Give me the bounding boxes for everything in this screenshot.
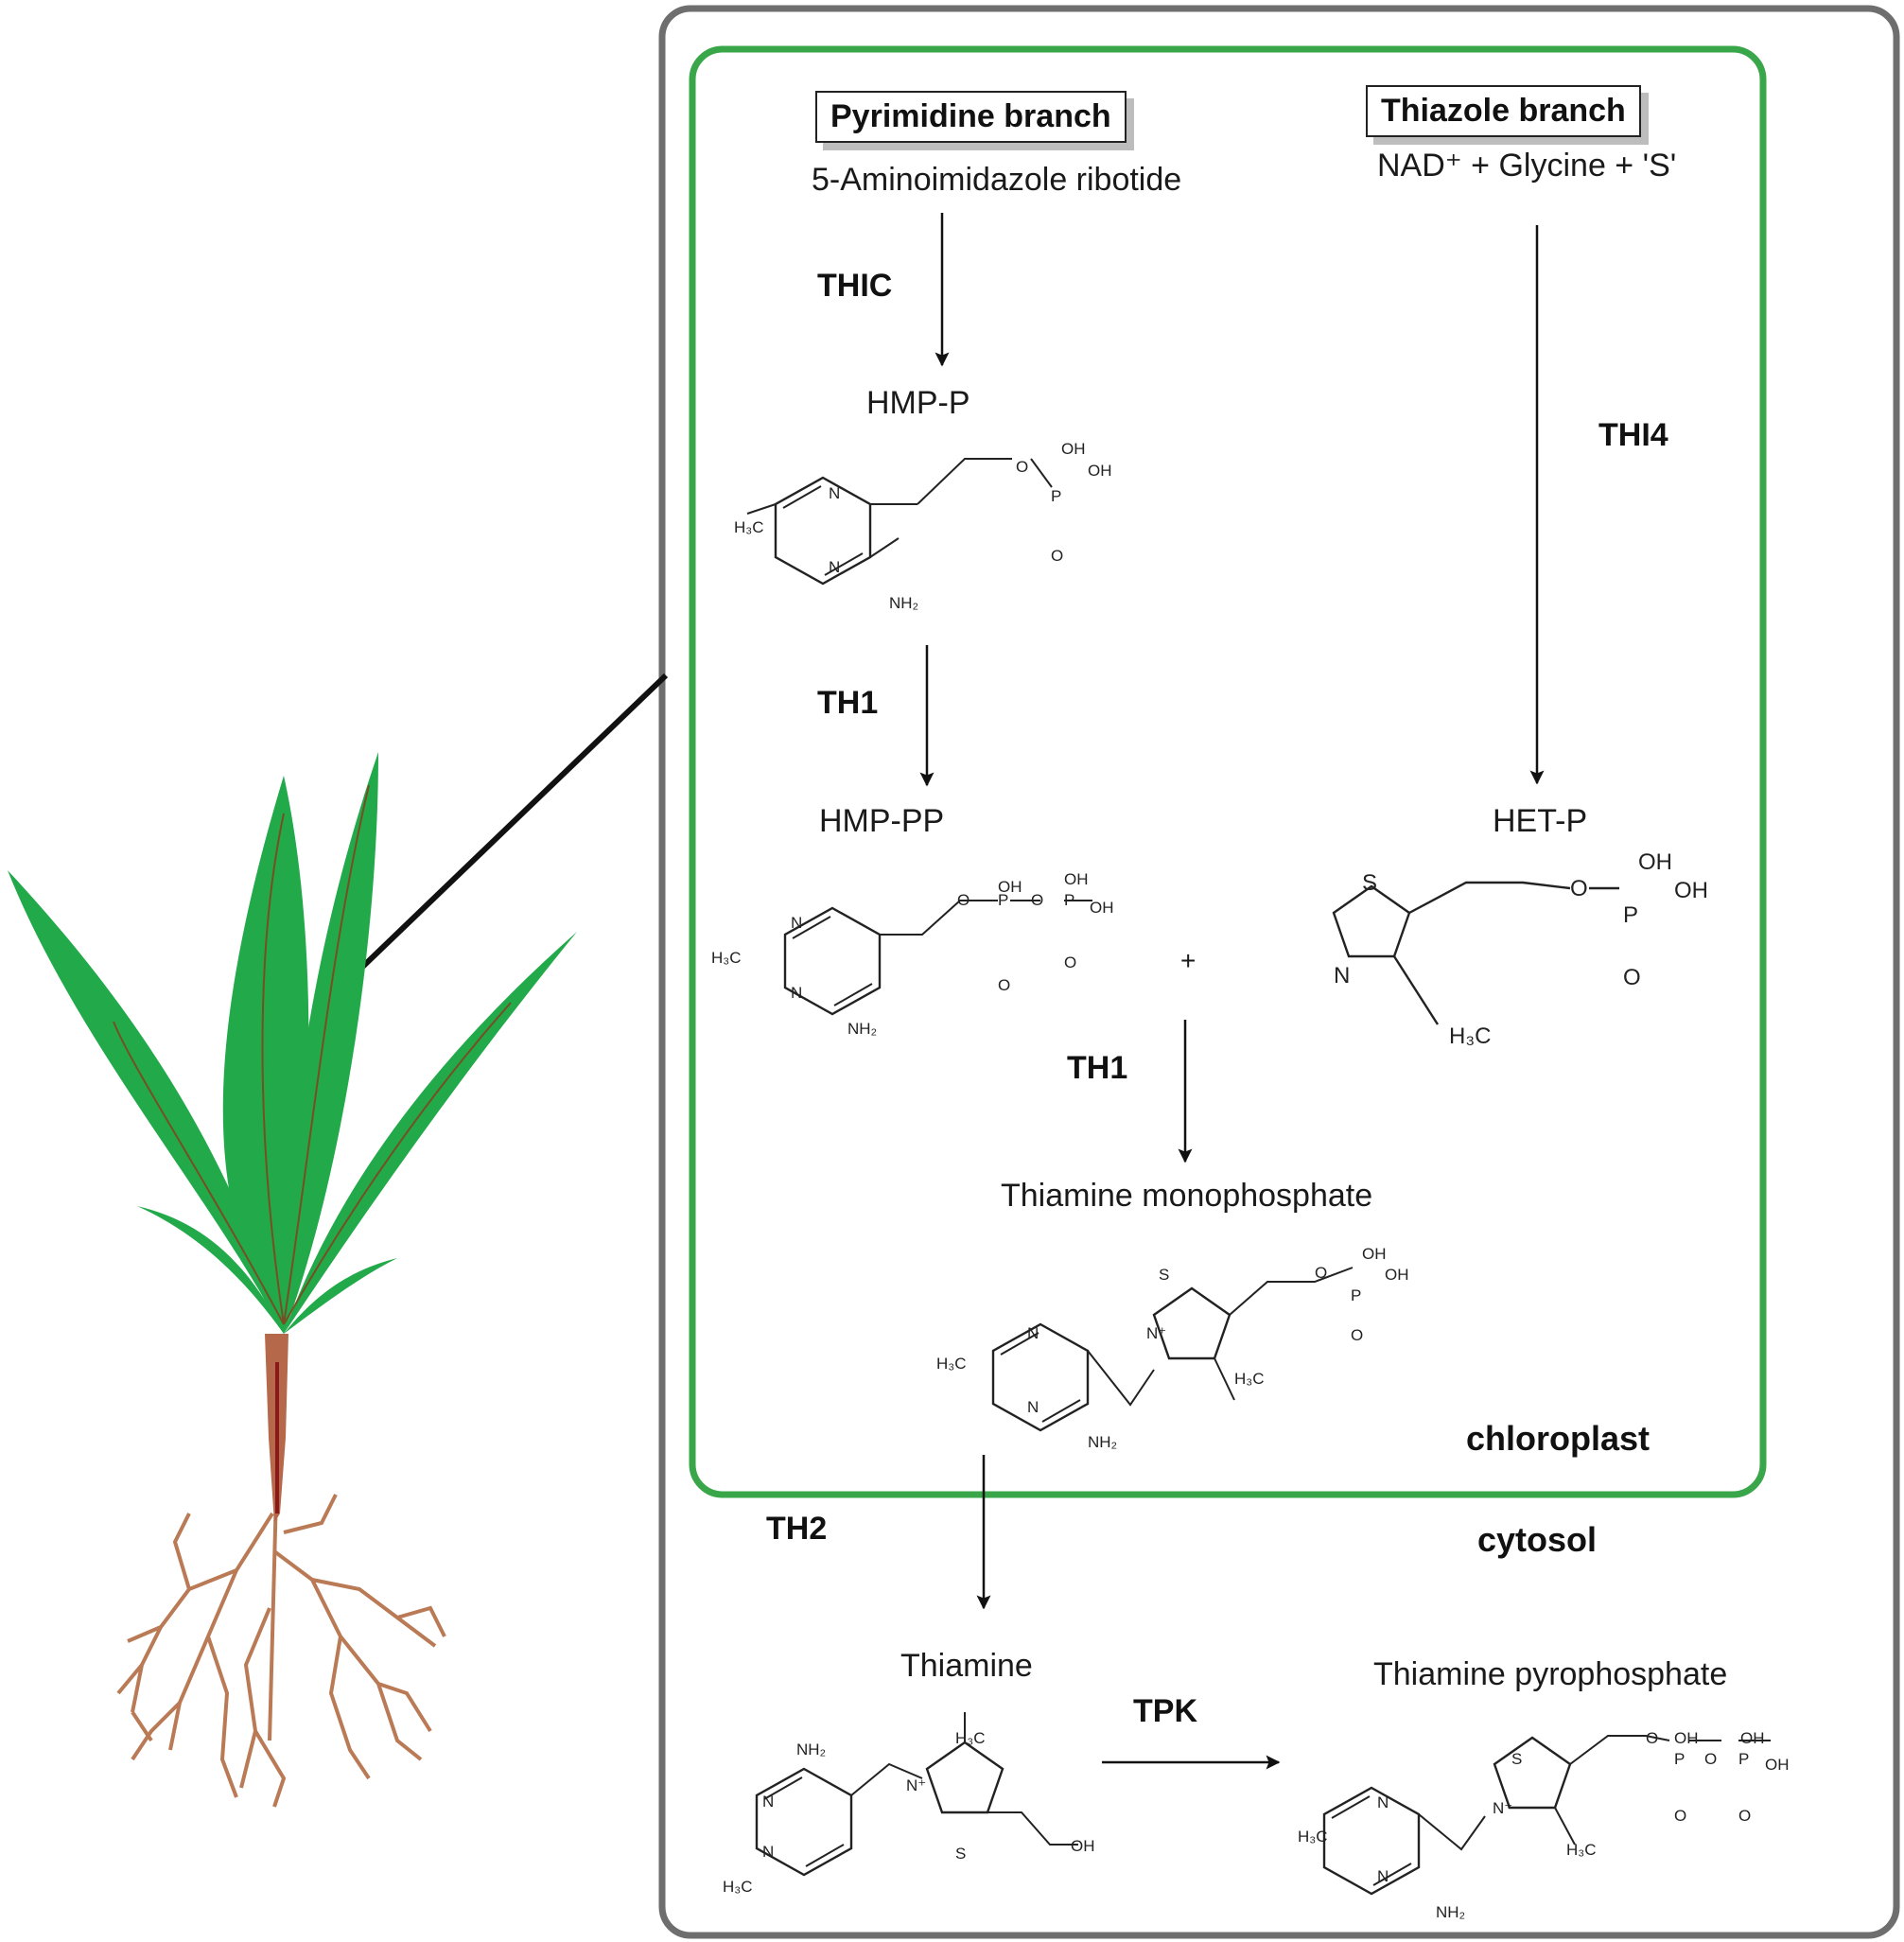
atom-label: P (1623, 902, 1639, 928)
atom-label: H₃C (734, 518, 764, 536)
reaction-plus: + (1180, 946, 1197, 975)
enzyme-th1-first: TH1 (817, 685, 879, 721)
atom-label: NH₂ (1436, 1903, 1466, 1921)
atom-label: O (1064, 954, 1077, 971)
atom-label: OH (1090, 899, 1114, 917)
atom-label: H₃C (936, 1355, 967, 1373)
atom-label: N⁺ (1146, 1324, 1167, 1342)
atom-label: N (829, 558, 841, 576)
atom-label: O (1570, 876, 1588, 901)
atom-label: O (1031, 891, 1044, 909)
atom-label: OH (1674, 878, 1708, 903)
atom-label: P (1674, 1750, 1686, 1768)
atom-label: OH (1061, 440, 1086, 458)
atom-label: H₃C (1449, 1023, 1492, 1049)
atom-label: N (1027, 1398, 1039, 1416)
atom-label: O (1051, 547, 1064, 565)
atom-label: N⁺ (1493, 1799, 1513, 1817)
atom-label: S (1362, 870, 1378, 896)
enzyme-thi4: THI4 (1598, 417, 1668, 453)
compartment-chloroplast: chloroplast (1466, 1419, 1651, 1458)
atom-label: OH (1674, 1729, 1699, 1747)
het-p-structure (1332, 881, 1619, 1025)
metabolite-het-p: HET-P (1493, 803, 1588, 839)
atom-label: N (791, 984, 803, 1002)
enzyme-thic: THIC (817, 268, 893, 304)
metabolite-thiamine: Thiamine (900, 1648, 1033, 1684)
atom-label: NH₂ (847, 1020, 878, 1038)
thiamine-structure (755, 1712, 1078, 1877)
atom-label: O (1738, 1807, 1752, 1825)
chloroplast-boundary (689, 45, 1767, 1498)
atom-label: P (998, 891, 1009, 909)
atom-label: OH (1362, 1245, 1387, 1263)
enzyme-th2: TH2 (766, 1511, 828, 1547)
atom-label: O (1704, 1750, 1718, 1768)
atom-label: O (1016, 458, 1029, 476)
metabolite-tmp: Thiamine monophosphate (1001, 1178, 1373, 1214)
enzyme-th1-second: TH1 (1067, 1050, 1128, 1086)
atom-label: OH (1071, 1837, 1095, 1855)
metabolite-air: 5-Aminoimidazole ribotide (812, 162, 1182, 198)
atom-label: O (1623, 965, 1641, 990)
tmp-structure (991, 1267, 1354, 1432)
compartment-cytosol: cytosol (1477, 1520, 1598, 1559)
atom-label: O (1315, 1264, 1328, 1282)
enzyme-tpk: TPK (1133, 1693, 1197, 1729)
atom-label: P (1064, 891, 1075, 909)
atom-label: N⁺ (906, 1776, 927, 1794)
atom-label: O (1351, 1326, 1364, 1344)
atom-label: OH (1765, 1756, 1790, 1774)
plant-to-cell-connector (350, 673, 669, 979)
pyrimidine-branch-header: Pyrimidine branch (815, 91, 1127, 143)
atom-label: O (957, 891, 970, 909)
atom-label: OH (1088, 462, 1112, 480)
atom-label: H₃C (1566, 1841, 1597, 1859)
atom-label: S (955, 1845, 967, 1863)
atom-label: H₃C (955, 1729, 986, 1747)
atom-label: N (829, 484, 841, 502)
metabolite-thiazole-substrates: NAD⁺ + Glycine + 'S' (1377, 148, 1677, 184)
atom-label: N (1377, 1867, 1389, 1885)
atom-label: S (1159, 1266, 1170, 1284)
atom-label: N (1334, 963, 1351, 988)
hmp-pp-structure (783, 900, 1092, 1016)
thiazole-branch-header: Thiazole branch (1366, 85, 1641, 137)
atom-label: N (1377, 1793, 1389, 1811)
metabolite-hmp-pp: HMP-PP (819, 803, 945, 839)
hmp-p-structure (746, 458, 1053, 586)
atom-label: H₃C (1234, 1370, 1265, 1388)
atom-label: P (1738, 1750, 1750, 1768)
plant-illustration (8, 752, 577, 1808)
atom-label: N (762, 1843, 775, 1861)
atom-label: H₃C (711, 949, 742, 967)
atom-label: S (1511, 1750, 1523, 1768)
atom-label: P (1051, 487, 1062, 505)
metabolite-hmp-p: HMP-P (866, 385, 970, 421)
atom-label: OH (1064, 870, 1089, 888)
atom-label: OH (1740, 1729, 1765, 1747)
atom-label: P (1351, 1286, 1362, 1304)
atom-label: O (998, 976, 1011, 994)
atom-label: H₃C (1298, 1828, 1328, 1846)
atom-label: OH (1385, 1266, 1409, 1284)
atom-label: N (762, 1793, 775, 1811)
cell-boundary (658, 5, 1900, 1939)
atom-label: H₃C (723, 1878, 753, 1896)
atom-label: OH (1638, 849, 1672, 875)
metabolite-tpp: Thiamine pyrophosphate (1373, 1656, 1728, 1692)
tpp-structure (1322, 1735, 1771, 1896)
atom-label: N (791, 914, 803, 932)
atom-label: O (1674, 1807, 1687, 1825)
atom-label: NH₂ (889, 594, 919, 612)
atom-label: NH₂ (796, 1741, 827, 1758)
atom-label: OH (998, 878, 1022, 896)
atom-label: NH₂ (1088, 1433, 1118, 1451)
atom-label: O (1646, 1729, 1659, 1747)
atom-label: N (1027, 1324, 1039, 1342)
